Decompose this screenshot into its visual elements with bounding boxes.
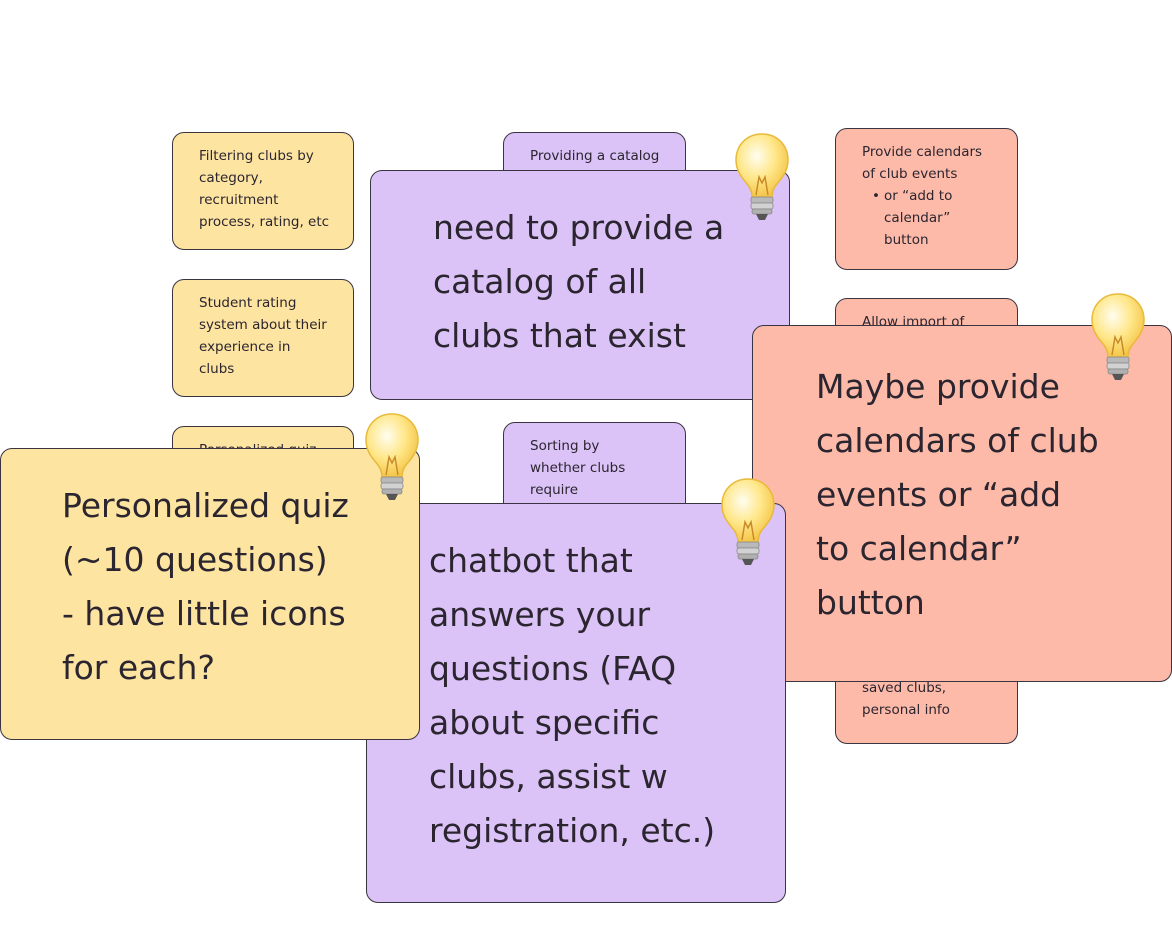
note-line: catalog of all <box>433 262 647 301</box>
sticky-note-chatbot-expanded[interactable]: chatbot that answers your questions (FAQ… <box>366 503 786 903</box>
note-line: events or “add <box>816 475 1062 514</box>
sticky-note-catalog-expanded[interactable]: need to provide a catalog of all clubs t… <box>370 170 790 400</box>
note-line: - have little icons <box>62 594 346 633</box>
note-line: Maybe provide <box>816 367 1060 406</box>
note-line: (~10 questions) <box>62 540 328 579</box>
note-line: process, rating, etc <box>199 214 330 230</box>
note-line: button <box>816 583 925 622</box>
note-line: Filtering clubs by <box>199 148 314 164</box>
sticky-note-rating[interactable]: Student rating system about their experi… <box>172 279 354 397</box>
sticky-note-quiz-expanded[interactable]: Personalized quiz (~10 questions) - have… <box>0 448 420 740</box>
note-line: clubs <box>199 361 235 377</box>
note-line: chatbot that <box>429 541 633 580</box>
note-line: questions (FAQ <box>429 649 677 688</box>
note-line: clubs, assist w <box>429 757 668 796</box>
lightbulb-icon <box>1088 291 1148 383</box>
note-line: to calendar” <box>816 529 1022 568</box>
note-line: category, <box>199 170 263 186</box>
note-line: Provide calendars <box>862 144 983 160</box>
note-line: Student rating <box>199 295 297 311</box>
note-line: Providing a catalog <box>530 148 660 164</box>
sticky-note-calendar-expanded[interactable]: Maybe provide calendars of club events o… <box>752 325 1172 682</box>
note-line: whether clubs <box>530 460 626 476</box>
note-line: for each? <box>62 648 215 687</box>
note-bullet-item: or “add to calendar” button <box>872 185 999 251</box>
note-line: or “add to <box>884 188 953 204</box>
note-bullet-list: or “add to calendar” button <box>862 185 999 251</box>
note-line: calendar” <box>884 210 951 226</box>
note-line: saved clubs, <box>862 680 947 696</box>
note-line: require <box>530 482 578 498</box>
note-line: Personalized quiz <box>62 486 349 525</box>
sticky-note-filtering[interactable]: Filtering clubs by category, recruitment… <box>172 132 354 250</box>
note-line: recruitment <box>199 192 279 208</box>
note-line: personal info <box>862 702 950 718</box>
note-line: Sorting by <box>530 438 600 454</box>
note-line: need to provide a <box>433 208 725 247</box>
lightbulb-icon <box>732 131 792 223</box>
note-line: calendars of club <box>816 421 1099 460</box>
lightbulb-icon <box>362 411 422 503</box>
note-bottom-text: saved clubs, personal info <box>862 677 950 721</box>
note-line: button <box>884 232 929 248</box>
note-line: of club events <box>862 166 958 182</box>
note-line: system about their <box>199 317 327 333</box>
note-line: about specific <box>429 703 660 742</box>
sticky-note-calendar-small[interactable]: Provide calendars of club events or “add… <box>835 128 1018 270</box>
lightbulb-icon <box>718 476 778 568</box>
note-line: answers your <box>429 595 651 634</box>
note-line: clubs that exist <box>433 316 686 355</box>
note-line: experience in <box>199 339 291 355</box>
note-line: registration, etc.) <box>429 811 716 850</box>
